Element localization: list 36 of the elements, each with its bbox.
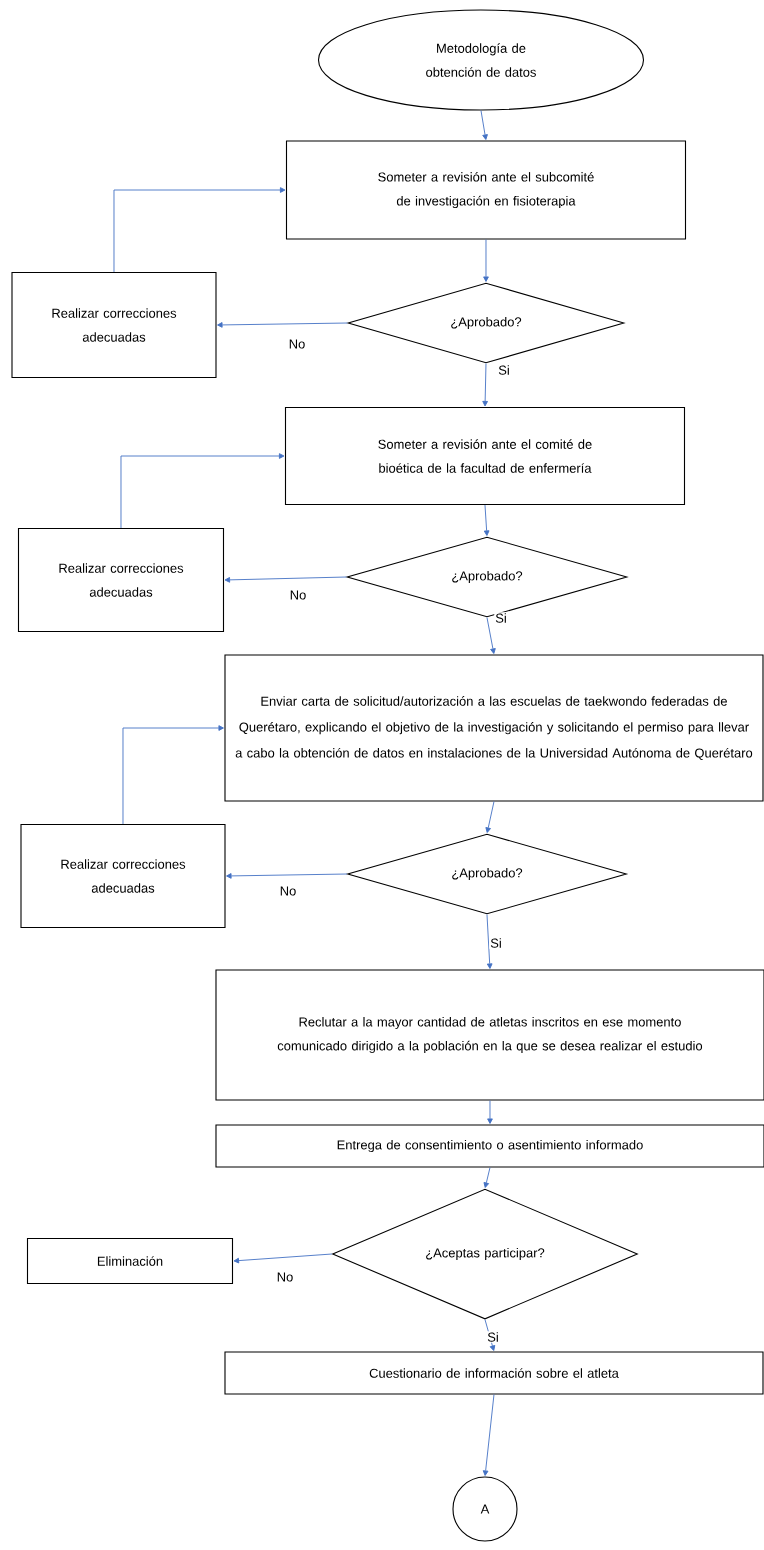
arrow: [226, 873, 348, 879]
arrow: [482, 1394, 495, 1476]
arrow: [233, 1253, 333, 1264]
arrow: [483, 504, 490, 536]
arrow: [217, 322, 348, 328]
process-box: Cuestionario de información sobre el atleta: [224, 1351, 764, 1395]
arrow: [120, 453, 285, 529]
edge-label: No: [275, 1271, 295, 1283]
arrow: [122, 725, 224, 825]
edge-label: Si: [497, 364, 511, 376]
arrow: [486, 914, 493, 969]
process-box: Reclutar a la mayor cantidad de atletas inscritos en ese momento comunicado dirigido a la población en la que se desea realizar el estudio: [215, 969, 764, 1101]
process-box: Enviar carta de solicitud/autorización a las escuelas de taekwondo federadas de Querétaro, explicando el objetivo de la investigación y solicitando el permiso para llevar a cabo la obtención de datos en instalaciones de la Universidad Autónoma de Querétaro: [224, 654, 764, 802]
arrow: [483, 1167, 491, 1188]
arrow: [480, 110, 488, 140]
process-box: Realizar correcciones adecuadas: [11, 271, 217, 379]
edge-label: No: [287, 338, 307, 350]
arrow: [113, 187, 286, 273]
arrow: [483, 239, 489, 282]
arrow: [482, 363, 488, 407]
arrow: [486, 617, 496, 654]
edge-label: Si: [486, 1331, 500, 1343]
process-box: Someter a revisión ante el comité de bioética de la facultad de enfermería: [284, 406, 686, 506]
process-box: Eliminación: [26, 1237, 234, 1285]
process-box: Realizar correcciones adecuadas: [17, 527, 225, 633]
process-box: Entrega de consentimiento o asentimiento informado: [215, 1124, 764, 1168]
arrow: [485, 801, 495, 833]
process-box: Realizar correcciones adecuadas: [20, 823, 226, 929]
arrow: [487, 1100, 493, 1124]
edge-label: No: [278, 885, 298, 897]
process-box: Someter a revisión ante el subcomité de investigación en fisioterapia: [285, 140, 687, 240]
arrow: [484, 1319, 496, 1351]
edge-label: Si: [489, 937, 503, 949]
edge-label: Si: [494, 612, 508, 624]
arrow: [224, 576, 347, 583]
edge-label: No: [288, 589, 308, 601]
